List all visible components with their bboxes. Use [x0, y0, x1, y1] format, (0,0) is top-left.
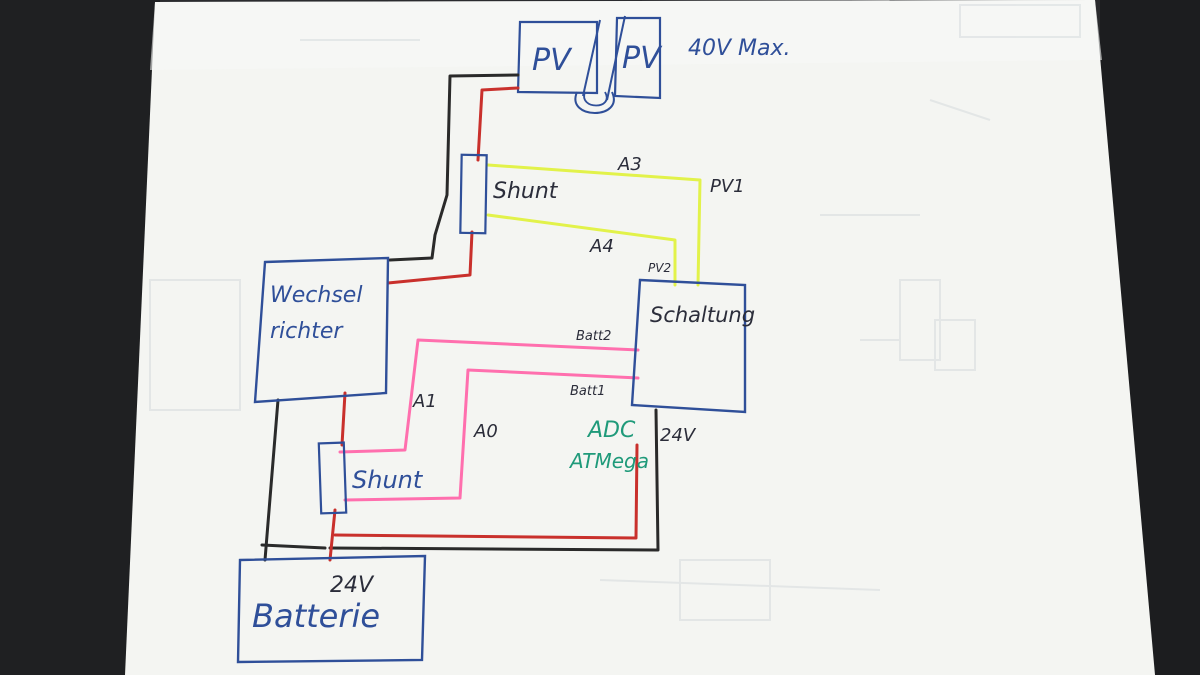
- wire-battery-neg-stub: [260, 543, 327, 550]
- pin-a1-label: A1: [412, 391, 437, 412]
- wire-a4-pv2: [486, 213, 677, 287]
- controller-chip-line2: ATMega: [568, 449, 649, 473]
- controller-chip-line1: ADC: [586, 418, 636, 443]
- wires-pink: [338, 338, 640, 502]
- battery-box: [236, 554, 427, 664]
- pin-a4-label: A4: [589, 236, 614, 257]
- wire-inverter-pos-to-shunt: [340, 391, 347, 447]
- pv-slash-left: [582, 19, 601, 97]
- inverter-label-line2: richter: [270, 319, 344, 344]
- wire-pv-neg-to-inverter: [388, 73, 520, 262]
- pin-a0-label: A0: [473, 421, 498, 442]
- pv-slash-right: [606, 15, 626, 101]
- pin-pv1-label: PV1: [710, 176, 745, 197]
- controller-label: Schaltung: [650, 303, 755, 327]
- shunt-bottom-body: [317, 441, 348, 515]
- wires-black: [260, 73, 660, 562]
- wire-battery-neg-to-controller: [328, 408, 660, 552]
- pin-a3-label: A3: [617, 154, 642, 175]
- wires-yellow: [486, 163, 702, 287]
- pv-panel-left-label: PV: [532, 43, 573, 78]
- pv-series-link: [574, 91, 615, 114]
- shunt-top-label: Shunt: [493, 179, 559, 204]
- pv-max-note: 40V Max.: [688, 36, 791, 61]
- battery-voltage-label: 24V: [330, 573, 375, 598]
- controller-box: [630, 278, 747, 414]
- wire-a3-pv1: [486, 163, 702, 287]
- paper-highlight: [150, 0, 1102, 70]
- pin-batt2-label: Batt2: [576, 329, 611, 344]
- wires-red: [328, 86, 639, 562]
- shunt-bottom: [317, 441, 348, 515]
- battery-label: Batterie: [252, 597, 380, 635]
- pin-pv2-label: PV2: [648, 261, 671, 275]
- wire-pv-pos-to-shunt: [476, 86, 520, 162]
- paper-sheet: [125, 0, 1155, 675]
- shunt-top: [459, 153, 488, 235]
- pv-panel-right-label: PV: [622, 41, 663, 76]
- shunt-top-body: [459, 153, 488, 235]
- wire-shunt-to-battery: [328, 508, 337, 562]
- pin-batt1-label: Batt1: [570, 384, 605, 399]
- pv-series-link-inner: [583, 91, 608, 107]
- controller-supply-voltage: 24V: [660, 425, 697, 446]
- pv-panels: [516, 15, 662, 114]
- wire-a0-batt1: [343, 368, 640, 502]
- shunt-bottom-label: Shunt: [352, 466, 424, 494]
- inverter-box: [253, 256, 390, 404]
- wire-battery-pos-to-controller: [333, 443, 639, 540]
- wire-shunt-to-inverter: [386, 230, 474, 285]
- pv-panel-right: [613, 16, 662, 100]
- paper-indentations: [149, 4, 1081, 621]
- wire-inverter-neg-to-battery: [263, 398, 280, 562]
- inverter-label-line1: Wechsel: [270, 283, 362, 308]
- diagram-labels: PV PV 40V Max. Shunt Shunt Wechsel richt…: [252, 36, 791, 635]
- wire-a1-batt2: [338, 338, 640, 454]
- pv-panel-left: [516, 20, 599, 95]
